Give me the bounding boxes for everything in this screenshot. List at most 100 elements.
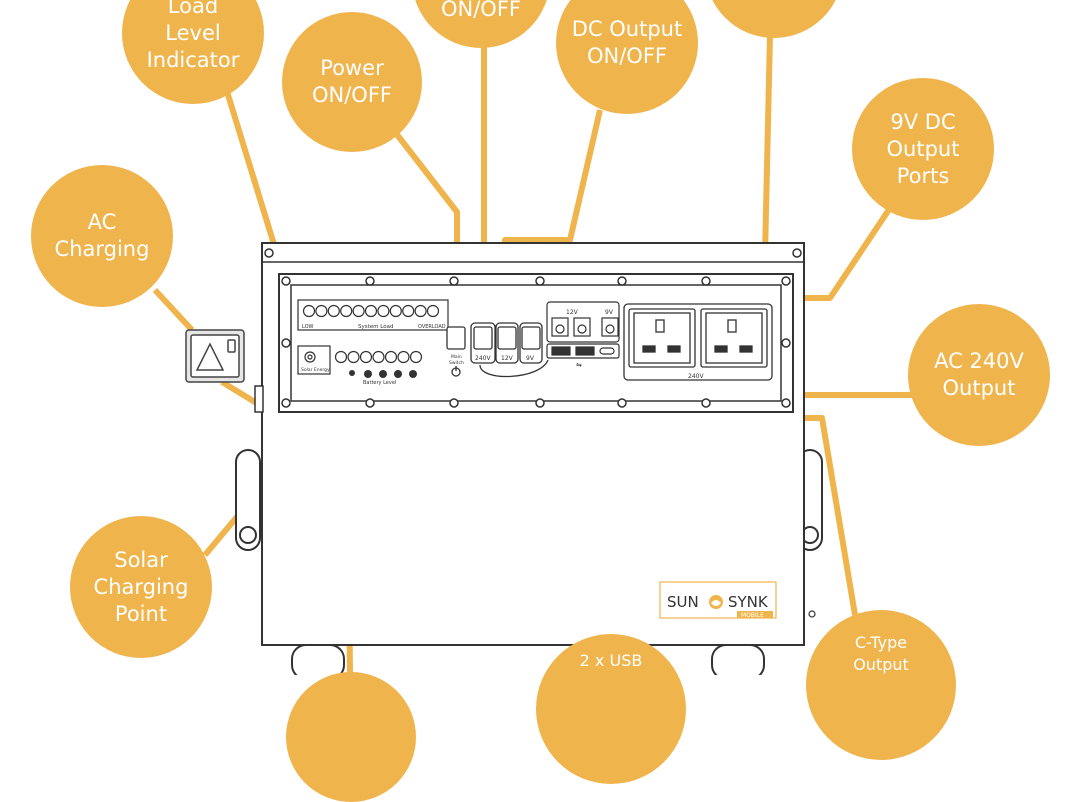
usb-ports: ⇋ [546, 343, 620, 369]
battery-led [334, 350, 348, 364]
ac-socket-label: 240V [688, 373, 704, 380]
battery-led [372, 350, 385, 364]
ac-socket-2-pin-l [714, 345, 728, 353]
dc-port-12v-b-socket [577, 324, 587, 334]
ac-inlet-triangle-icon [195, 342, 225, 371]
ac-charging-inlet [185, 329, 245, 383]
callout-2x-usb: 2 x USB [536, 634, 686, 784]
brand-mobile: MOBILE [741, 612, 764, 619]
load-low-label: LOW [302, 324, 314, 330]
solar-input-port-inner [307, 354, 313, 360]
load-led [327, 304, 340, 318]
screw [281, 338, 291, 348]
switch-bank: Main Switch 240V 12V 9V [446, 322, 549, 378]
handle-left [235, 449, 261, 551]
panel-screws [264, 248, 802, 408]
usb-c-port[interactable] [599, 347, 615, 355]
switch-9-label: 9V [526, 355, 535, 362]
screw [781, 276, 791, 286]
load-led [315, 304, 328, 318]
load-led [377, 304, 390, 318]
screw [264, 248, 274, 258]
dc-port-12v-a-socket [555, 324, 565, 334]
callout-battery-level [286, 672, 416, 802]
ac-socket-1-pin-l [642, 345, 656, 353]
line-ac-charging [152, 287, 195, 333]
switch-12[interactable] [497, 326, 517, 350]
ac-socket-2-earth [727, 319, 737, 333]
callout-c-type-output: C-Type Output [806, 610, 956, 760]
callout-power-onoff: Power ON/OFF [282, 12, 422, 152]
load-led [426, 304, 440, 318]
screw [281, 276, 291, 286]
screw [449, 398, 459, 408]
load-led [302, 304, 316, 318]
brand-logo: SUN SYNK MOBILE [659, 581, 777, 619]
brand-sun: SUN [667, 593, 699, 611]
handle-left-pin [239, 526, 257, 544]
switch-12-label: 12V [501, 355, 514, 362]
usb-a-port-2[interactable] [575, 346, 595, 356]
load-led [414, 304, 427, 318]
switch-240-label: 240V [475, 355, 491, 362]
callout-9v-dc-output-ports: 9V DC Output Ports [852, 78, 994, 220]
load-led [364, 304, 378, 318]
callout-ac-240v-output: AC 240V Output [908, 304, 1050, 446]
load-led [340, 304, 353, 318]
screw [535, 398, 545, 408]
dc-port-9v-socket [605, 324, 615, 334]
switch-240[interactable] [473, 326, 493, 350]
solar-battery-area: Solar Energy Battery Level [297, 345, 423, 386]
battery-moon-icons [349, 370, 417, 378]
screw [781, 338, 791, 348]
screw [792, 248, 802, 258]
callout-dc-output-onoff: DC Output ON/OFF [556, 0, 698, 114]
wheel-left [291, 644, 345, 675]
load-led [352, 304, 365, 318]
case-screw-detail [808, 610, 816, 618]
usb-a-port-1[interactable] [551, 346, 571, 356]
switch-9[interactable] [521, 326, 541, 350]
screw [701, 398, 711, 408]
battery-led [384, 350, 398, 364]
main-switch-label-1: Main [451, 354, 462, 360]
main-switch[interactable] [446, 326, 466, 350]
ac-socket-1-pin-r [667, 345, 681, 353]
ac-inlet-switch[interactable] [227, 339, 236, 353]
case-side-bump [254, 385, 264, 413]
callout-ac-charging: AC Charging [31, 165, 173, 307]
brand-synk: SYNK [728, 593, 769, 611]
switch-cable [479, 359, 549, 378]
screw [781, 398, 791, 408]
dc-9v-label: 9V [605, 309, 614, 316]
dc-12v-label: 12V [566, 309, 579, 316]
dc-outputs: 12V 9V [546, 301, 620, 343]
main-switch-label-2: Switch [449, 360, 464, 366]
ac-socket-1-earth [655, 319, 665, 333]
battery-led [347, 350, 360, 364]
ac-socket-2-pin-r [739, 345, 753, 353]
screw [535, 276, 545, 286]
battery-led [409, 350, 423, 364]
screw [701, 276, 711, 286]
load-led [389, 304, 402, 318]
wheel-right [711, 644, 765, 675]
screw [617, 276, 627, 286]
brand-swirl-icon-cut [711, 600, 721, 606]
screw [617, 398, 627, 408]
load-system-label: System Load [358, 324, 393, 330]
usb-icon: ⇋ [576, 361, 582, 369]
brand-mobile-tag [737, 611, 773, 618]
battery-level-label: Battery Level [363, 380, 396, 386]
system-load-indicator: LOW System Load OVERLOAD [297, 299, 449, 331]
battery-led [359, 350, 373, 364]
callout-solar-charging-point: Solar Charging Point [70, 516, 212, 658]
screw [365, 276, 375, 286]
ac-sockets: 240V [623, 303, 773, 381]
ac-socket-1-inner [633, 312, 691, 364]
screw [449, 276, 459, 286]
battery-led [397, 350, 410, 364]
screw [281, 398, 291, 408]
solar-energy-label: Solar Energy [301, 367, 330, 373]
load-overload-label: OVERLOAD [418, 324, 446, 330]
